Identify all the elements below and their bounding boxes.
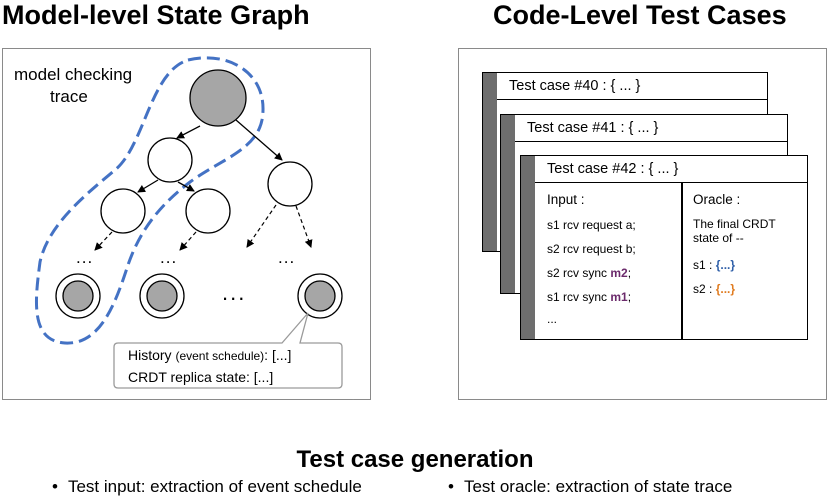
bullet-dot: • xyxy=(448,477,454,496)
callout-text: History (event schedule): [...] CRDT rep… xyxy=(128,345,291,388)
bullet-test-input-text: Test input: extraction of event schedule xyxy=(67,477,362,496)
trace-label-line2: trace xyxy=(50,87,88,106)
history-value: : [...] xyxy=(264,347,292,363)
edge-dash-2 xyxy=(179,231,197,251)
edge-dash-1 xyxy=(94,231,113,251)
trace-label-line1: model checking xyxy=(14,65,133,84)
history-note: (event schedule) xyxy=(175,349,265,363)
card-header: Test case #40 : { ... } xyxy=(497,73,767,100)
right-title: Code-Level Test Cases xyxy=(493,0,787,30)
oracle-line-2: state of -- xyxy=(693,231,744,245)
oracle-column: Oracle : The final CRDT state of -- s1 :… xyxy=(693,192,776,297)
edge-root-left xyxy=(176,125,201,139)
node-r1 xyxy=(267,161,313,207)
left-title: Model-level State Graph xyxy=(2,0,310,30)
bullet-dot: • xyxy=(52,477,58,496)
edge-root-right xyxy=(235,119,283,161)
history-label: History xyxy=(128,347,172,363)
msg-m1: m1 xyxy=(610,290,628,304)
dots-2: ... xyxy=(160,248,178,267)
edge-dash-3 xyxy=(246,204,277,248)
input-line-1: s1 rcv request a; xyxy=(547,218,636,232)
card-bar xyxy=(483,73,497,251)
bullet-test-oracle-text: Test oracle: extraction of state trace xyxy=(463,477,733,496)
dots-middle: ... xyxy=(222,280,247,305)
input-label: Input : xyxy=(547,192,585,207)
oracle-label: Oracle : xyxy=(693,192,741,207)
oracle-s2-value: {...} xyxy=(715,282,736,296)
msg-m2: m2 xyxy=(610,266,628,280)
node-l2a xyxy=(100,188,146,234)
node-l2b xyxy=(185,188,231,234)
root-node xyxy=(189,69,247,127)
generation-title: Test case generation xyxy=(296,446,534,473)
leaf-node-3 xyxy=(297,273,343,319)
leaf-node-1 xyxy=(55,273,101,319)
state-graph xyxy=(34,56,354,400)
input-line-5: ... xyxy=(547,312,558,326)
card-header: Test case #42 : { ... } xyxy=(535,156,807,183)
input-column: Input : s1 rcv request a; s2 rcv request… xyxy=(547,192,636,327)
callout-history-line: History (event schedule): [...] xyxy=(128,345,291,367)
bullet-test-oracle: • Test oracle: extraction of state trace xyxy=(448,477,732,497)
edge-dash-4 xyxy=(295,205,313,248)
callout-crdt-line: CRDT replica state: [...] xyxy=(128,369,274,385)
card-header: Test case #41 : { ... } xyxy=(515,115,787,142)
card-bar xyxy=(501,115,515,293)
trace-label: model checking trace xyxy=(14,64,132,108)
state-graph-panel xyxy=(2,48,371,400)
test-case-card-42: Test case #42 : { ... } Input : s1 rcv r… xyxy=(520,155,808,340)
node-l1 xyxy=(147,137,193,183)
oracle-s1: s1 : {...} xyxy=(693,258,736,272)
input-line-3: s2 rcv sync m2; xyxy=(547,266,632,280)
edge-left-a xyxy=(137,179,159,193)
bullet-test-input: • Test input: extraction of event schedul… xyxy=(52,477,362,497)
oracle-line-1: The final CRDT xyxy=(693,217,776,231)
input-line-2: s2 rcv request b; xyxy=(547,242,636,256)
oracle-s1-value: {...} xyxy=(715,258,736,272)
input-line-4: s1 rcv sync m1; xyxy=(547,290,632,304)
trace-outline xyxy=(34,56,265,345)
edge-left-b xyxy=(177,181,195,192)
dots-1: ... xyxy=(76,248,94,267)
oracle-s2: s2 : {...} xyxy=(693,282,736,296)
card-bar xyxy=(521,156,535,339)
callout-bubble xyxy=(113,312,343,389)
dots-3: ... xyxy=(278,248,296,267)
leaf-node-2 xyxy=(139,273,185,319)
column-divider xyxy=(681,182,683,339)
